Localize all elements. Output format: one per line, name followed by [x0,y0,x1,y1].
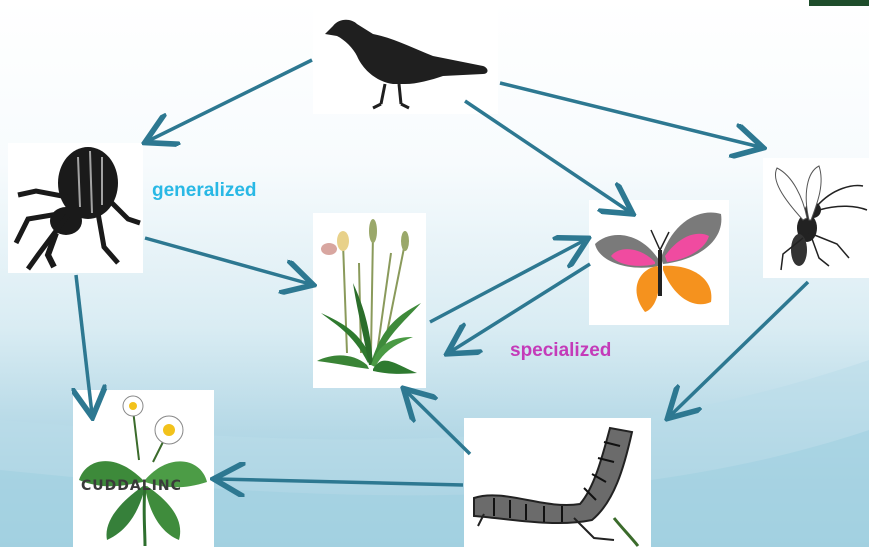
plantain-plant-node [313,213,426,388]
specialized-label: specialized [510,340,611,362]
beetle-icon [8,143,143,273]
daisy-plant-icon [73,390,214,547]
bird-icon [313,4,498,114]
wasp-icon [763,158,869,278]
wasp-node [763,158,869,278]
caterpillar-node [464,418,651,547]
caterpillar-icon [464,418,651,547]
bird-node [313,4,498,114]
daisy-stamp-text: CUDDALINC [81,478,182,494]
plantain-plant-icon [313,213,426,388]
generalized-label: generalized [152,180,257,202]
daisy-plant-node: CUDDALINC [73,390,214,547]
corner-tab [809,0,869,6]
butterfly-node [589,200,729,325]
beetle-node [8,143,143,273]
butterfly-icon [589,200,729,325]
